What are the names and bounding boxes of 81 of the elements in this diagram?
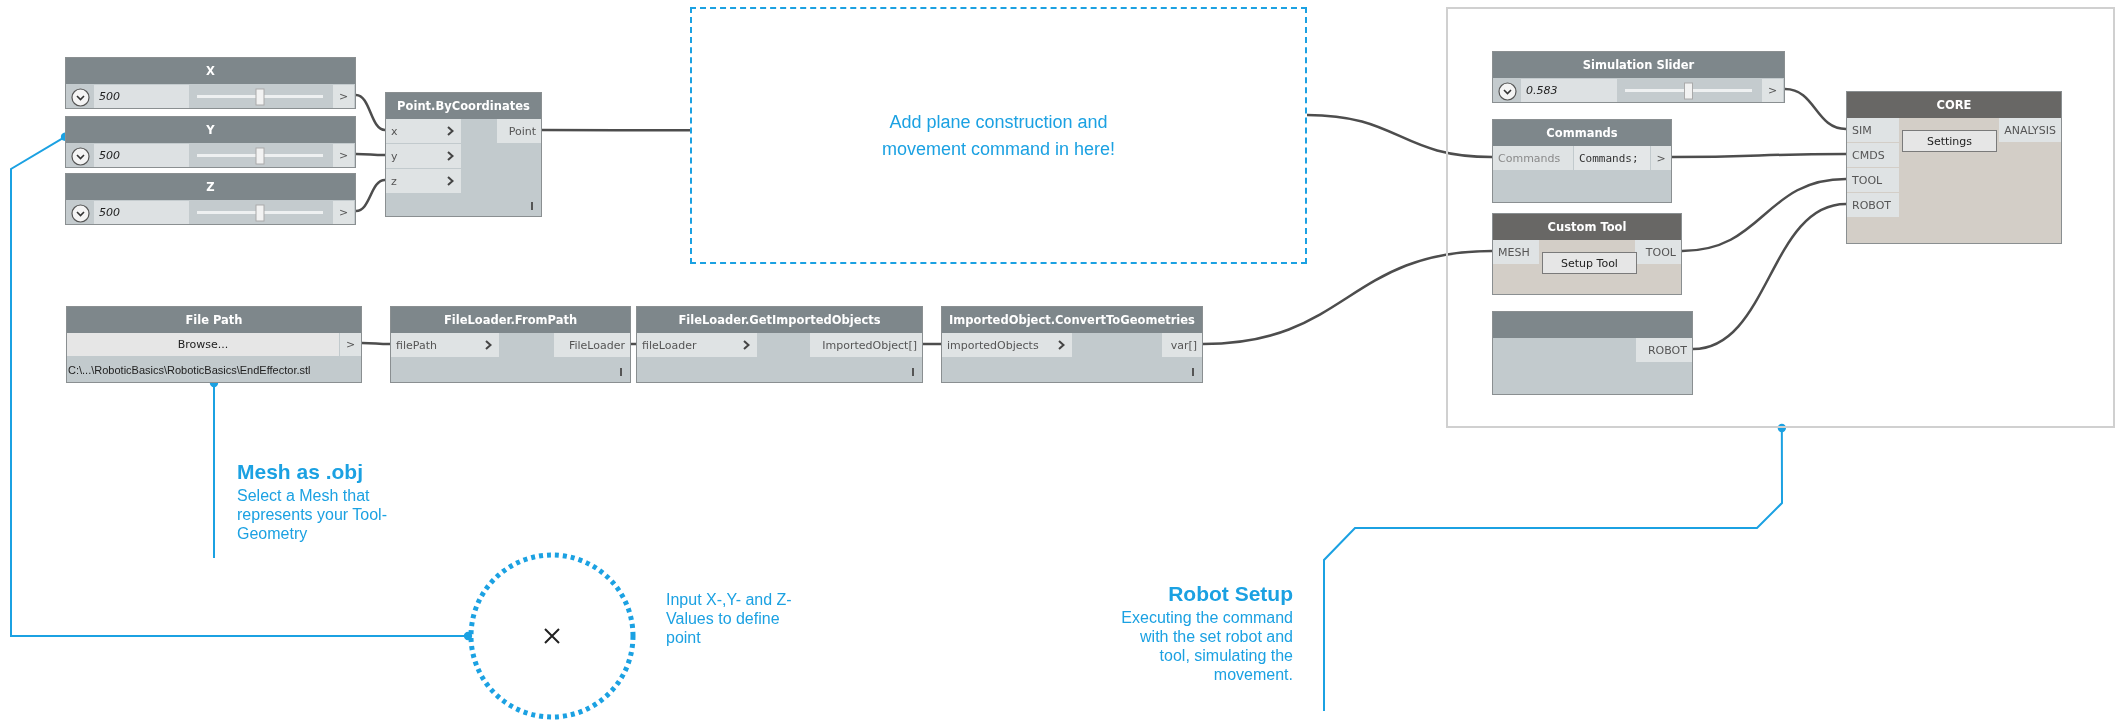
output-port: > [340, 333, 361, 356]
node-title: Y [66, 117, 355, 143]
function-node [1492, 311, 1693, 395]
settings-button: Settings [1902, 130, 1997, 152]
output-port: > [1762, 79, 1783, 102]
input-port: Commands [1493, 146, 1573, 170]
node-title: Z [66, 174, 355, 200]
node-title: File Path [67, 307, 361, 333]
number-field: 500 [94, 201, 189, 224]
input-port: x [386, 119, 461, 143]
slider-node [65, 57, 356, 109]
output-port: > [1651, 146, 1671, 170]
output-port: ANALYSIS [1999, 118, 2061, 142]
function-node [385, 92, 542, 217]
node-title: Point.ByCoordinates [386, 93, 541, 119]
input-port: z [386, 169, 461, 193]
input-port: TOOL [1847, 168, 1899, 192]
input-port: importedObjects [942, 333, 1072, 357]
node-title: FileLoader.FromPath [391, 307, 630, 333]
output-port: var[] [1162, 333, 1202, 357]
node-title: ImportedObject.ConvertToGeometries [942, 307, 1202, 333]
note-text: Add plane construction and movement command in here! [880, 110, 1117, 161]
input-port: MESH [1493, 240, 1539, 264]
wire [356, 152, 385, 157]
input-port: fileLoader [637, 333, 757, 357]
wire [1672, 152, 1846, 159]
wire [355, 93, 386, 132]
wire [1202, 249, 1493, 346]
callout-title: Mesh as .obj [237, 459, 365, 485]
output-port: > [333, 144, 354, 167]
browse-button: Browse... [67, 333, 339, 356]
function-node [66, 306, 362, 383]
wire [355, 178, 386, 213]
callout-body: Select a Mesh that represents your Tool-Geometry [237, 486, 387, 544]
wire [1784, 87, 1847, 131]
function-node [1492, 119, 1672, 203]
slider-node [1492, 51, 1785, 103]
output-port: ROBOT [1636, 338, 1692, 362]
function-node [1492, 213, 1682, 295]
output-port: TOOL [1635, 240, 1681, 264]
function-node [1846, 91, 2062, 244]
slider-node [65, 116, 356, 168]
leader-line [10, 132, 473, 641]
output-port: > [333, 85, 354, 108]
setup-button: Setup Tool [1542, 252, 1637, 274]
annotation-box [690, 7, 1307, 264]
node-title: Custom Tool [1493, 214, 1681, 240]
wire [542, 128, 690, 132]
output-port: ImportedObject[] [810, 333, 922, 357]
output-port: Point [497, 119, 541, 143]
number-field: 500 [94, 85, 189, 108]
function-node [390, 306, 631, 383]
input-port: CMDS [1847, 143, 1899, 167]
dotted-circle [468, 552, 636, 720]
node-title: Simulation Slider [1493, 52, 1784, 78]
node-title: X [66, 58, 355, 84]
output-port: > [333, 201, 354, 224]
wire [1692, 202, 1847, 351]
output-port: FileLoader [554, 333, 630, 357]
callout-body: Executing the command with the set robot and tool, simulating the movement. [1120, 608, 1293, 685]
node-title: Commands [1493, 120, 1671, 146]
function-node [636, 306, 923, 383]
number-field: 500 [94, 144, 189, 167]
input-port: SIM [1847, 118, 1899, 142]
leader-line [1323, 423, 1786, 713]
text-field: Commands; [1574, 146, 1650, 170]
input-port: filePath [391, 333, 499, 357]
number-field: 0.583 [1521, 79, 1617, 102]
wire [362, 341, 390, 346]
slider-node [65, 173, 356, 225]
input-port: y [386, 144, 461, 168]
function-node [941, 306, 1203, 383]
group-box [1446, 7, 2115, 428]
callout-title: Robot Setup [1167, 581, 1293, 607]
wire [1306, 113, 1493, 159]
file-path-text: C:\...\RoboticBasics\RoboticBasics\EndEffector.stl [68, 362, 312, 378]
input-port: ROBOT [1847, 193, 1899, 217]
node-title: FileLoader.GetImportedObjects [637, 307, 922, 333]
node-title: CORE [1847, 92, 2061, 118]
wire [1681, 177, 1847, 253]
annotation-text: Input X-,Y- and Z-Values to define point [666, 590, 793, 647]
